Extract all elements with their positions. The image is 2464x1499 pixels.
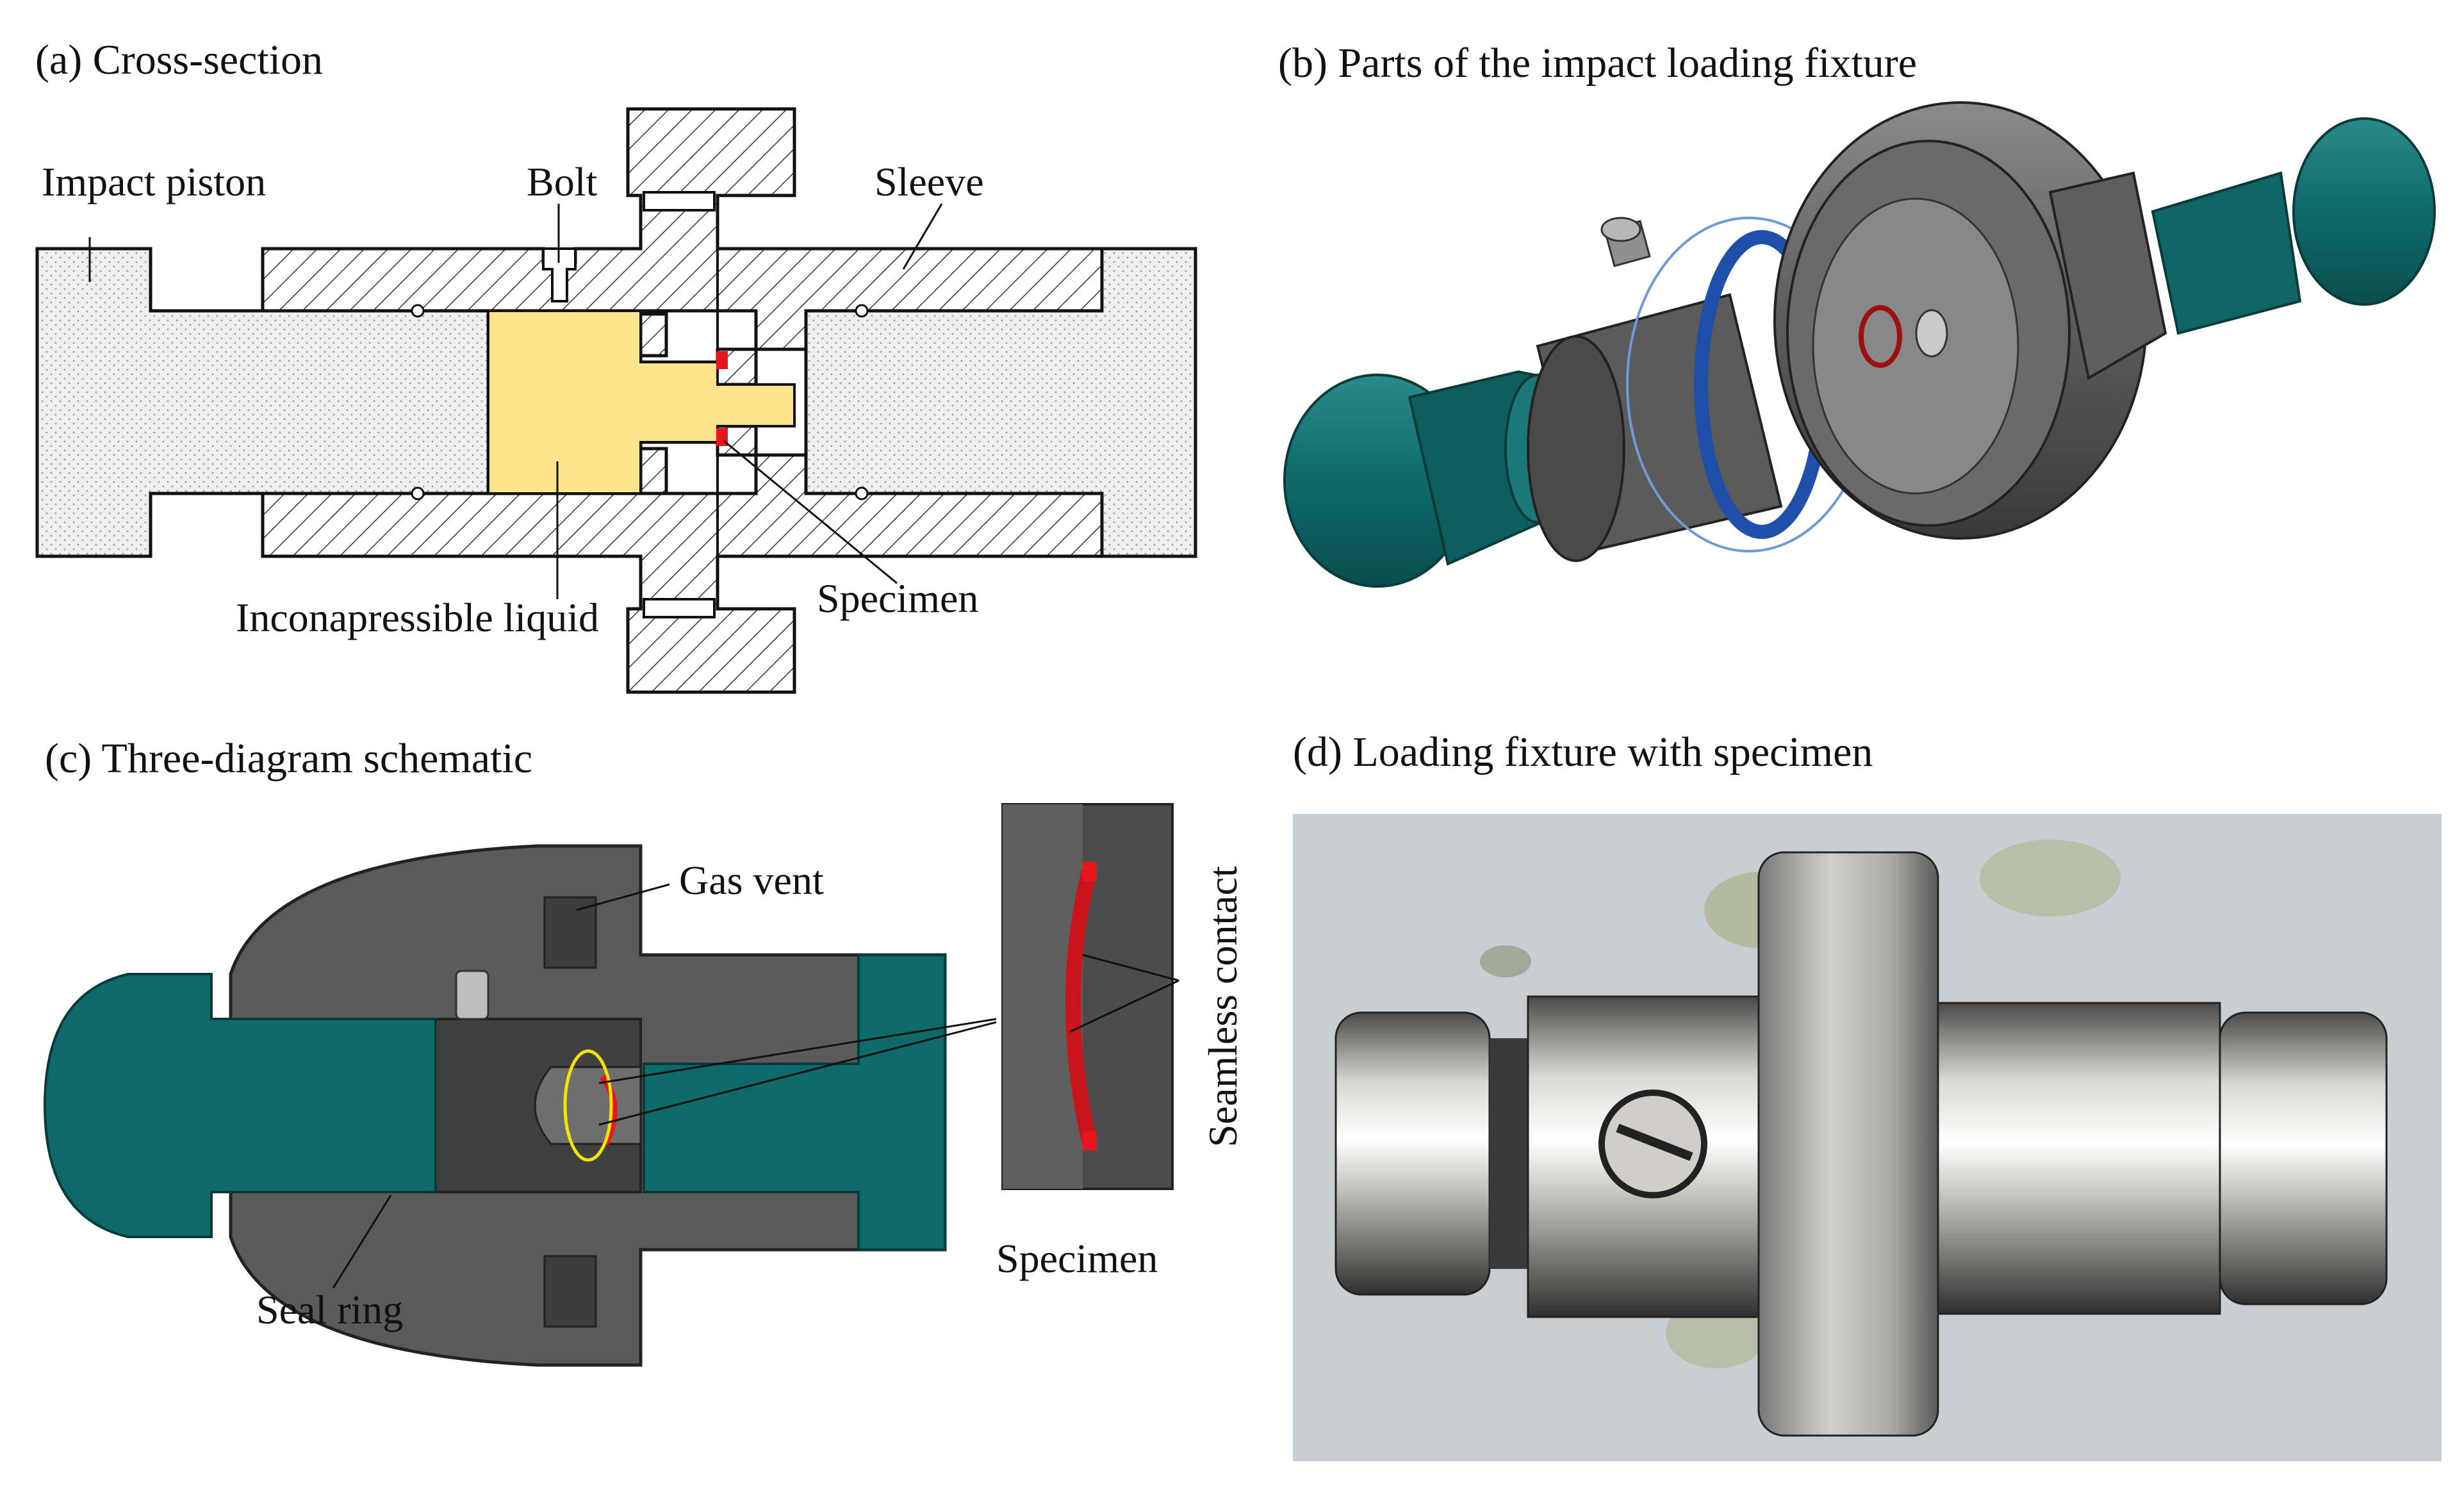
stain bbox=[1980, 840, 2121, 916]
label-liquid: Inconapressible liquid bbox=[236, 595, 599, 640]
zoom-line-bottom bbox=[598, 1021, 997, 1126]
panel-d: (d) Loading fixture with specimen bbox=[1293, 729, 2442, 1461]
photo-flange bbox=[1757, 851, 1939, 1437]
sleeve-inner-bore bbox=[1812, 197, 2019, 495]
stain bbox=[1480, 945, 1531, 977]
leader-gas-vent bbox=[576, 883, 670, 911]
panel-b-title: (b) Parts of the impact loading fixture bbox=[1278, 40, 1917, 87]
photo-screw-slot bbox=[1616, 1123, 1693, 1161]
label-seal-ring: Seal ring bbox=[256, 1287, 403, 1332]
panel-b: (b) Parts of the impact loading fixture bbox=[1278, 40, 2436, 588]
zoom-line-top bbox=[598, 1018, 997, 1084]
right-piston-c bbox=[643, 954, 946, 1251]
sleeve-top-slot bbox=[543, 896, 597, 969]
highlight-ellipse bbox=[563, 1049, 613, 1162]
seal-ring bbox=[855, 486, 869, 501]
left-piston-c bbox=[43, 973, 437, 1238]
vent-slot-bottom bbox=[643, 598, 716, 618]
panel-c: (c) Three-diagram schematic Gas vent Sea… bbox=[43, 735, 1245, 1367]
bolt-c bbox=[455, 970, 489, 1020]
sleeve-bottom bbox=[261, 447, 1104, 694]
specimen-arc-zoom bbox=[1065, 870, 1097, 1143]
leader-seamless-2 bbox=[1069, 979, 1179, 1033]
seal-ring bbox=[855, 304, 869, 318]
panel-c-title: (c) Three-diagram schematic bbox=[45, 735, 532, 782]
label-bolt: Bolt bbox=[527, 159, 597, 204]
seal-ring bbox=[411, 304, 425, 318]
incompressible-liquid bbox=[487, 310, 796, 495]
vent-hole-b bbox=[1915, 309, 1948, 358]
sleeve-bottom-slot bbox=[543, 1255, 597, 1328]
bolt bbox=[542, 247, 577, 302]
photo-right-piston bbox=[2219, 1011, 2388, 1305]
label-gas-vent: Gas vent bbox=[679, 857, 824, 903]
panel-a-title: (a) Cross-section bbox=[35, 37, 323, 83]
panel-a: (a) Cross-section Impact p bbox=[35, 37, 1197, 694]
sleeve-top bbox=[261, 107, 1104, 358]
label-specimen-a: Specimen bbox=[817, 576, 978, 621]
photo-neck bbox=[1490, 1038, 1528, 1269]
leader-specimen bbox=[723, 440, 898, 584]
specimen-ring-b bbox=[1859, 305, 1902, 368]
specimen-tab-bottom bbox=[1083, 1131, 1097, 1150]
small-bolt-head bbox=[1600, 217, 1641, 242]
photo-right-body bbox=[1937, 1002, 2221, 1315]
right-piston-head bbox=[2292, 117, 2436, 306]
specimen-tab-top bbox=[1083, 862, 1097, 881]
vent-slot-top bbox=[643, 191, 716, 211]
label-specimen-c: Specimen bbox=[996, 1236, 1158, 1281]
label-impact-piston: Impact piston bbox=[42, 159, 266, 204]
leader-seamless-1 bbox=[1082, 954, 1179, 982]
photo-left-piston bbox=[1335, 1011, 1491, 1296]
leader-sleeve bbox=[902, 203, 943, 270]
gray-cylinder-right bbox=[2048, 171, 2167, 381]
seal-ring bbox=[411, 486, 425, 501]
label-seamless-contact: Seamless contact bbox=[1200, 866, 1245, 1147]
panel-d-title: (d) Loading fixture with specimen bbox=[1293, 729, 1873, 775]
leader-seal-ring bbox=[332, 1195, 392, 1289]
gray-cylinder-face bbox=[1527, 335, 1625, 562]
label-sleeve: Sleeve bbox=[875, 159, 984, 204]
specimen-top bbox=[716, 351, 728, 369]
right-piston-shaft bbox=[2151, 171, 2302, 335]
photo-left-body bbox=[1527, 995, 1760, 1318]
specimen-arc-c bbox=[599, 1074, 618, 1146]
